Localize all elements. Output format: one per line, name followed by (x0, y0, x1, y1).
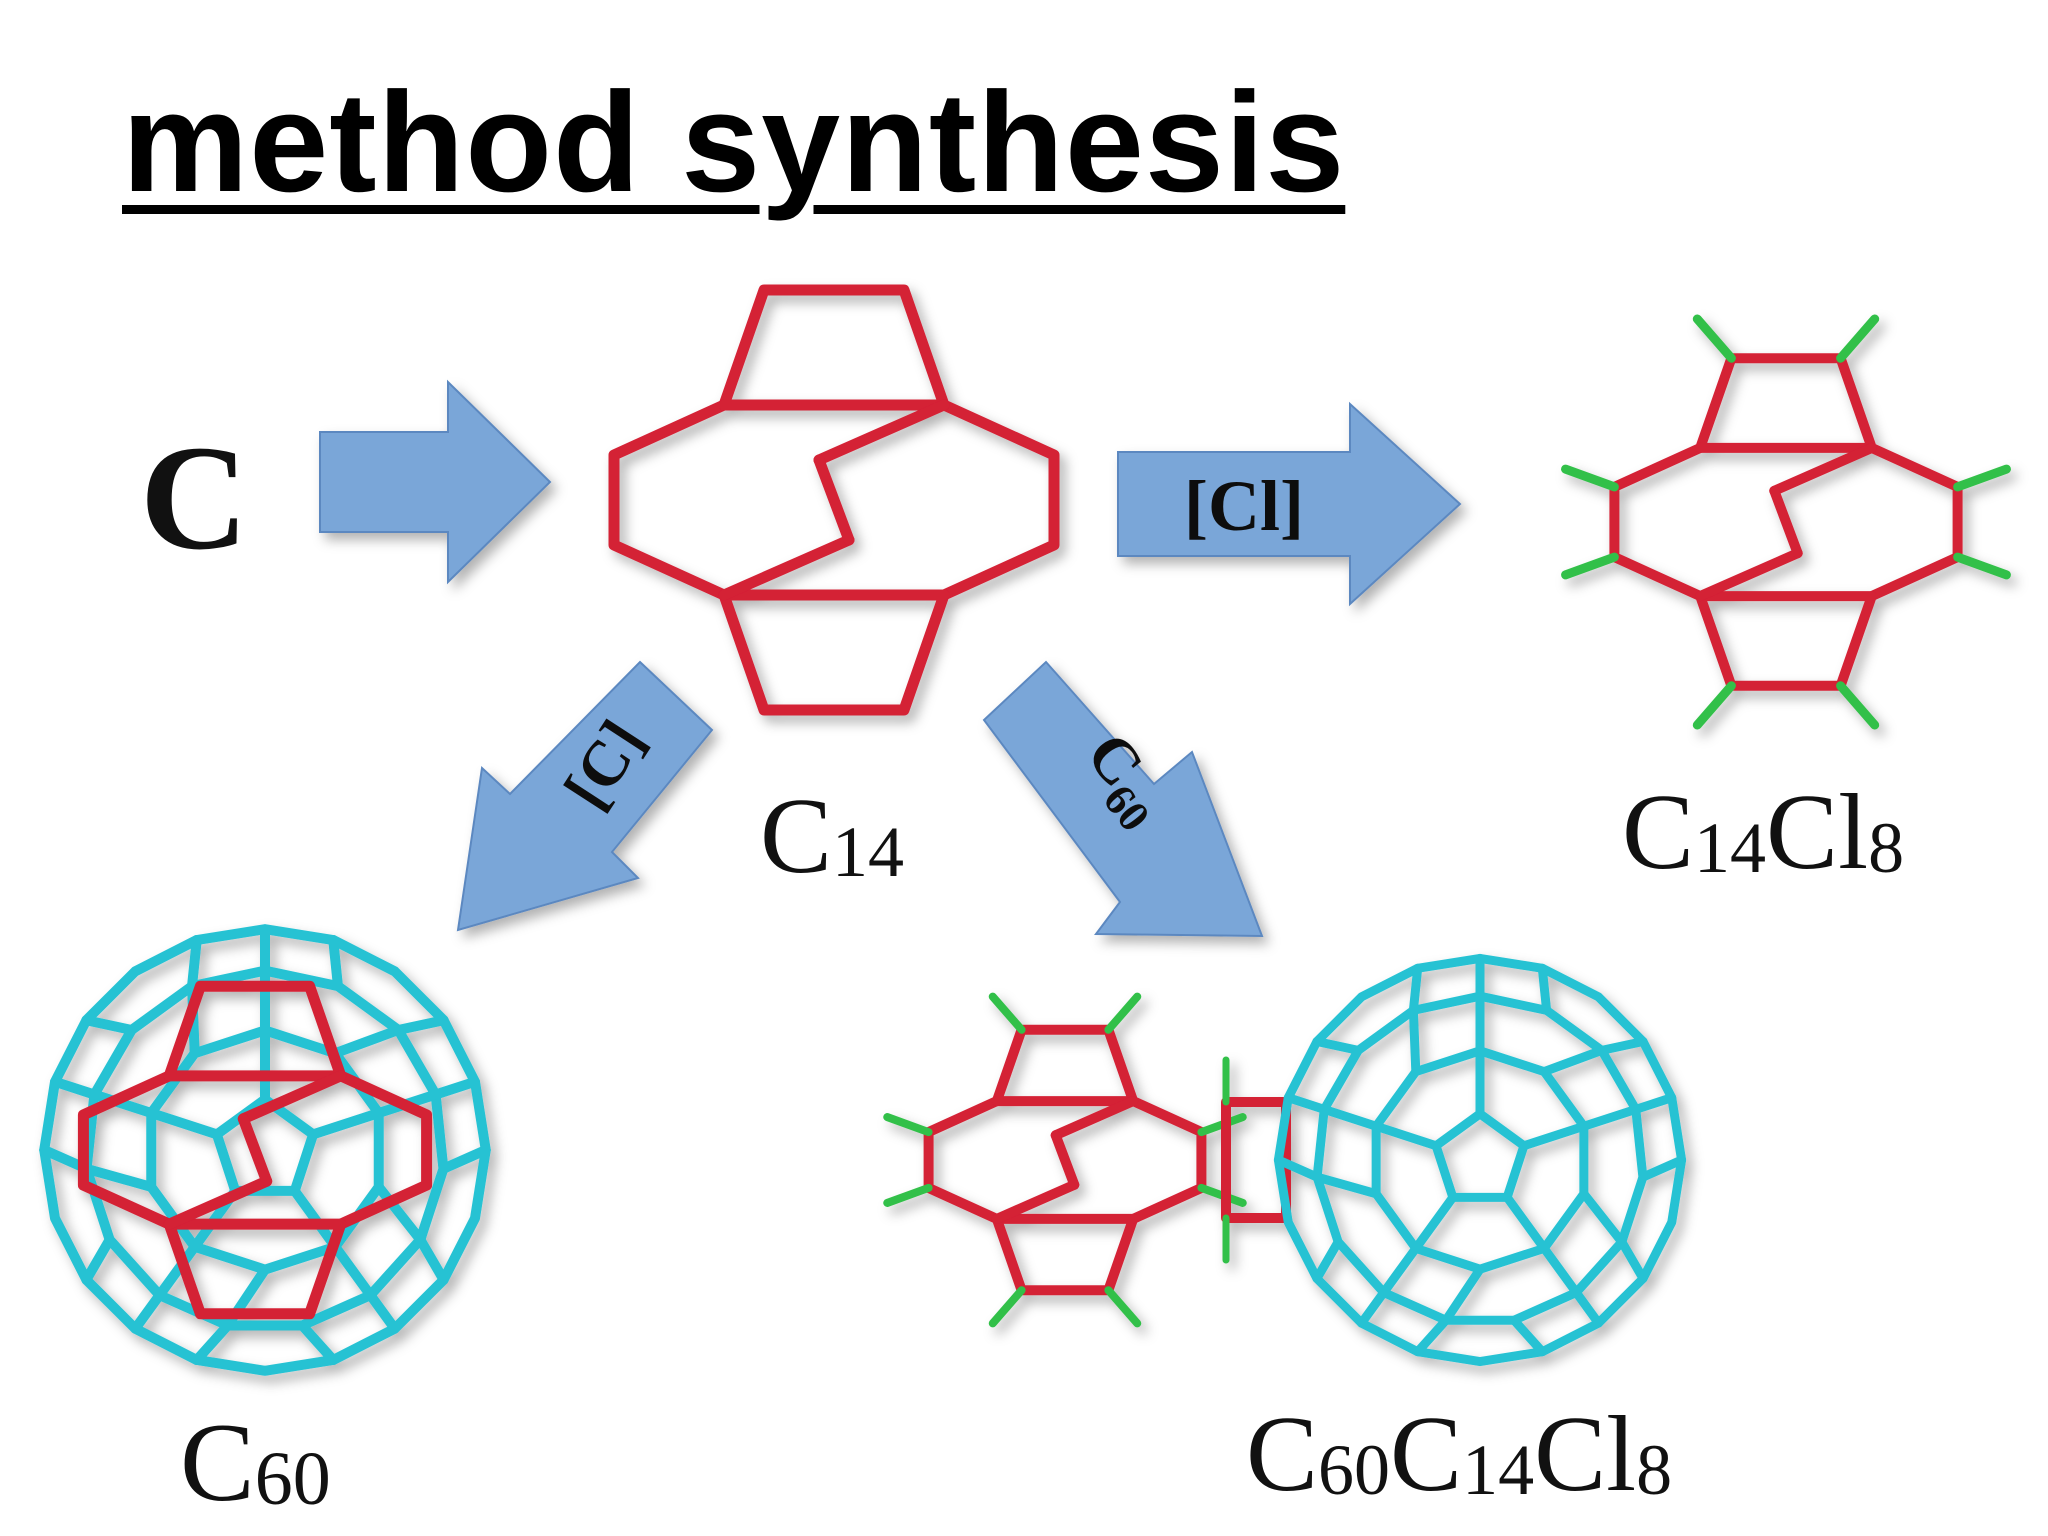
bond (1953, 552, 2011, 580)
bond (1561, 464, 1619, 492)
bond (1695, 548, 1803, 602)
bond (1273, 1155, 1322, 1182)
c14cl8-molecule (1561, 314, 2011, 730)
ring (1273, 953, 1687, 1367)
arrow-carbon-add: [C] (456, 660, 714, 932)
bond (1357, 1288, 1389, 1328)
bond (154, 1241, 200, 1301)
bond (187, 935, 202, 992)
bond (1692, 681, 1736, 730)
bond (1539, 1243, 1581, 1298)
bond (81, 1015, 137, 1035)
bond (297, 1320, 339, 1365)
bond (373, 1181, 426, 1245)
bond (1104, 1286, 1142, 1328)
bond (1104, 992, 1142, 1034)
bond (1319, 1104, 1381, 1131)
bond (1638, 1155, 1687, 1182)
chlorination-label: [Cl] (1184, 466, 1304, 546)
ring (39, 924, 491, 1376)
ring (1312, 991, 1648, 1325)
bond (163, 1175, 273, 1230)
ring (211, 1094, 319, 1196)
c60-label: C60 (180, 1401, 331, 1525)
bond (146, 1108, 222, 1140)
bond (1597, 1037, 1648, 1055)
bond (328, 935, 343, 992)
bond (988, 1286, 1026, 1328)
bond (883, 1183, 933, 1207)
bond (883, 1113, 933, 1137)
bond (1408, 1005, 1421, 1077)
arrow-c60-add: C60 (982, 660, 1264, 938)
bond (1769, 442, 1877, 496)
bond (1836, 314, 1880, 363)
page-title: method synthesis (122, 63, 1346, 222)
bond (130, 1290, 165, 1334)
bond (1631, 1093, 1677, 1114)
arrow-chlorination: [Cl] (1117, 401, 1462, 607)
bond (1509, 1315, 1547, 1357)
bond (308, 1108, 384, 1140)
c60c14cl8-molecule (883, 953, 1687, 1367)
ring (1431, 1109, 1529, 1202)
bond (1413, 1315, 1451, 1357)
bond (1050, 1130, 1080, 1190)
bond (1441, 1264, 1485, 1325)
c14cl8-label: C14Cl8 (1622, 773, 1904, 892)
bond (393, 1015, 449, 1035)
c60-fullerene (39, 924, 491, 1376)
bond (1312, 1172, 1381, 1199)
bond (1050, 1096, 1139, 1141)
ring (81, 965, 449, 1331)
bond (1836, 681, 1880, 730)
bond (191, 1320, 233, 1365)
bond (81, 1163, 157, 1192)
bond (718, 534, 855, 601)
bond (1408, 963, 1423, 1015)
bond (237, 1113, 273, 1187)
bond (1769, 485, 1803, 559)
bond (1312, 1237, 1343, 1283)
bond (89, 1089, 157, 1119)
bond (330, 1024, 404, 1059)
bond (1692, 314, 1736, 363)
bond (1539, 1045, 1607, 1077)
bond (1617, 1237, 1648, 1283)
c14-molecule (608, 284, 1060, 716)
bond (430, 1076, 480, 1100)
bond (1537, 963, 1552, 1015)
bond (438, 1145, 491, 1174)
bond (1519, 1121, 1589, 1151)
bond (1579, 1189, 1627, 1247)
bond (813, 454, 855, 546)
bond (81, 1234, 115, 1285)
bond (1561, 552, 1619, 580)
bond (1312, 1037, 1363, 1055)
bond (50, 1076, 100, 1100)
bond (988, 992, 1026, 1034)
c60c14cl8-label: C60C14Cl8 (1246, 1395, 1672, 1514)
bond (991, 1179, 1080, 1224)
bond (1502, 1192, 1549, 1253)
arrow-c-to-c14 (319, 379, 552, 585)
c14-label: C14 (760, 777, 904, 896)
bond (1579, 1104, 1641, 1131)
bond (330, 1241, 376, 1301)
bond (1371, 1121, 1441, 1151)
bond (813, 399, 950, 466)
bond (237, 1070, 347, 1125)
bond (1411, 1192, 1458, 1253)
bond (1571, 1288, 1603, 1328)
bond (1283, 1093, 1329, 1114)
bond (365, 1290, 400, 1334)
bond (1379, 1243, 1421, 1298)
bond (1953, 464, 2011, 492)
bond (415, 1234, 449, 1285)
carbon-label: C (140, 415, 248, 581)
